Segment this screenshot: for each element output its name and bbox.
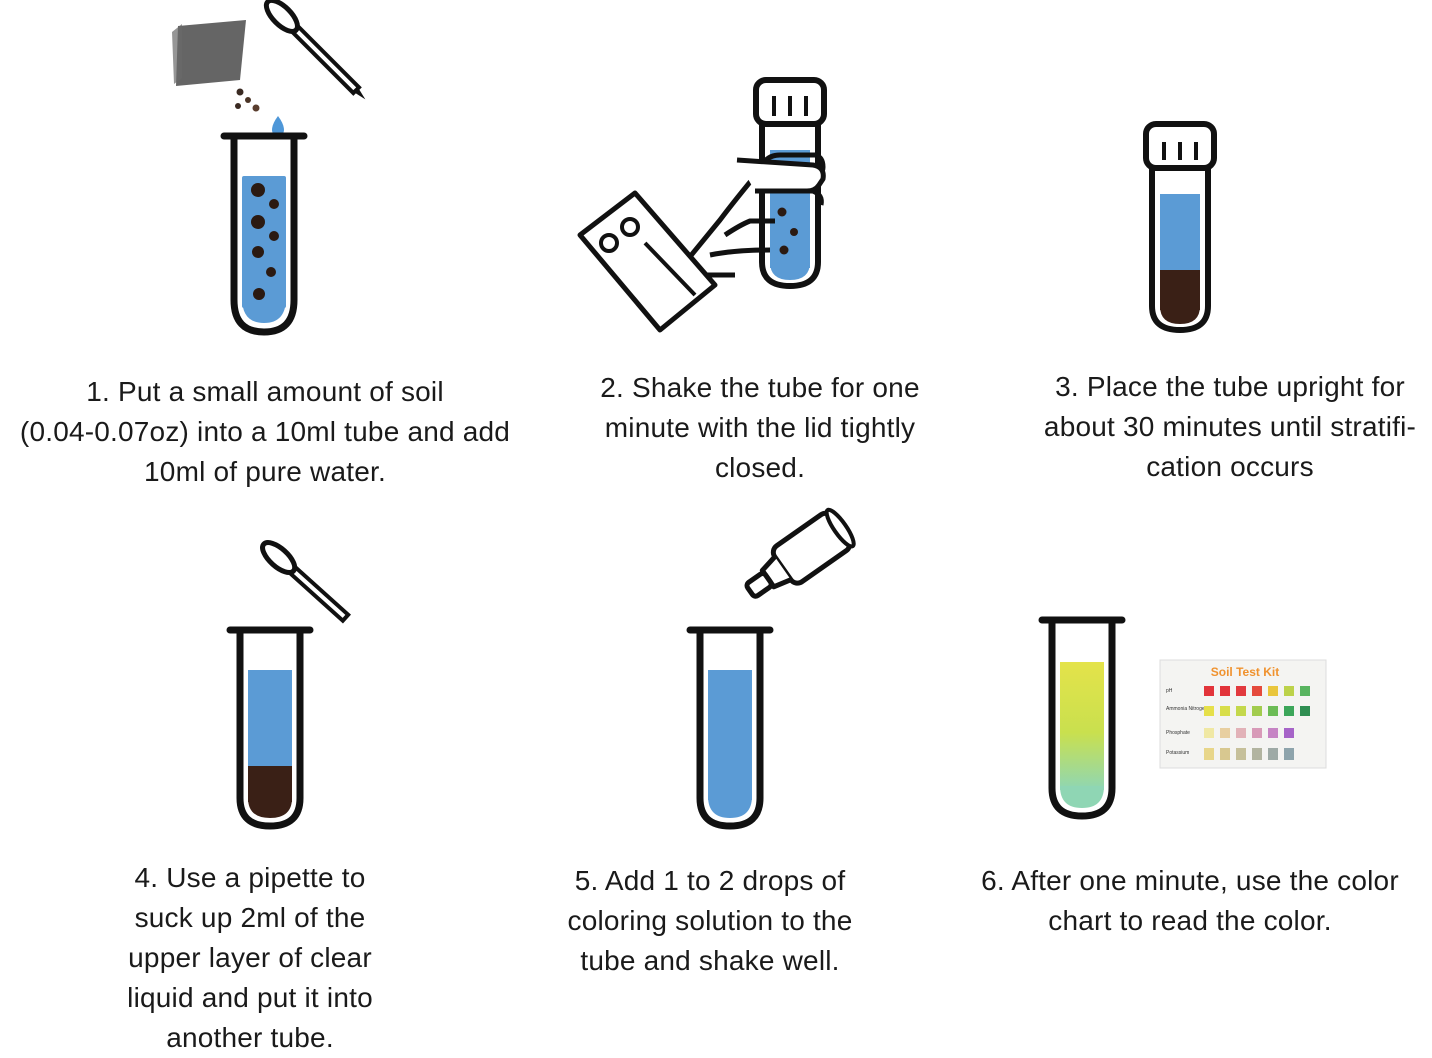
phosphate-swatches bbox=[1204, 728, 1294, 738]
caption-line: liquid and put it into bbox=[127, 982, 373, 1013]
caption-line: 1. Put a small amount of soil bbox=[86, 376, 444, 407]
caption-line: 3. Place the tube upright for bbox=[1055, 371, 1405, 402]
soil-bag-icon bbox=[172, 20, 246, 86]
pipette-icon bbox=[260, 540, 351, 624]
settled-tube-icon bbox=[226, 626, 314, 830]
color-card-title: Soil Test Kit bbox=[1211, 665, 1279, 679]
caption-line: (0.04-0.07oz) into a 10ml tube and add bbox=[19, 416, 511, 447]
caption-line: 5. Add 1 to 2 drops of bbox=[574, 865, 846, 896]
pipette-icon bbox=[263, 0, 366, 136]
test-tube-icon bbox=[220, 132, 308, 336]
settled-tube-icon bbox=[1143, 121, 1217, 334]
color-card-row-label: Phosphate bbox=[1166, 730, 1190, 736]
step-6-caption: 6. After one minute, use the color chart… bbox=[945, 861, 1432, 941]
step-4-caption: 4. Use a pipette to suck up 2ml of the u… bbox=[90, 858, 410, 1058]
potassium-swatches bbox=[1204, 748, 1294, 760]
caption-line: closed. bbox=[714, 452, 806, 483]
result-tube-icon bbox=[1038, 616, 1126, 820]
caption-line: upper layer of clear bbox=[128, 942, 372, 973]
step-3-caption: 3. Place the tube upright for about 30 m… bbox=[1020, 367, 1432, 487]
caption-line: coloring solution to the bbox=[567, 905, 853, 936]
caption-line: chart to read the color. bbox=[1048, 905, 1332, 936]
caption-line: tube and shake well. bbox=[580, 945, 840, 976]
caption-line: 4. Use a pipette to bbox=[134, 862, 366, 893]
color-card-row-label: pH bbox=[1166, 688, 1173, 694]
soil-particles-icon bbox=[235, 88, 260, 112]
color-chart-card: Soil Test Kit pH Ammonia Nitrogen Phosph… bbox=[1159, 659, 1327, 769]
test-tube-icon bbox=[686, 626, 774, 830]
caption-line: another tube. bbox=[166, 1022, 334, 1053]
caption-line: suck up 2ml of the bbox=[134, 902, 366, 933]
caption-line: 10ml of pure water. bbox=[144, 456, 386, 487]
color-card-row-label: Potassium bbox=[1166, 750, 1189, 756]
step-5-caption: 5. Add 1 to 2 drops of coloring solution… bbox=[540, 861, 880, 981]
step-2-caption: 2. Shake the tube for one minute with th… bbox=[565, 368, 955, 488]
color-card-row-label: Ammonia Nitrogen bbox=[1166, 706, 1208, 712]
nitrogen-swatches bbox=[1204, 706, 1310, 716]
caption-line: 6. After one minute, use the color bbox=[981, 865, 1399, 896]
caption-line: 2. Shake the tube for one bbox=[600, 372, 920, 403]
caption-line: cation occurs bbox=[1146, 451, 1314, 482]
ph-swatches bbox=[1204, 686, 1310, 696]
dropper-bottle-icon bbox=[744, 507, 856, 599]
caption-line: about 30 minutes until stratifi- bbox=[1043, 411, 1417, 442]
hand-icon bbox=[577, 152, 826, 333]
step-1-caption: 1. Put a small amount of soil (0.04-0.07… bbox=[0, 372, 530, 492]
caption-line: minute with the lid tightly bbox=[604, 412, 916, 443]
